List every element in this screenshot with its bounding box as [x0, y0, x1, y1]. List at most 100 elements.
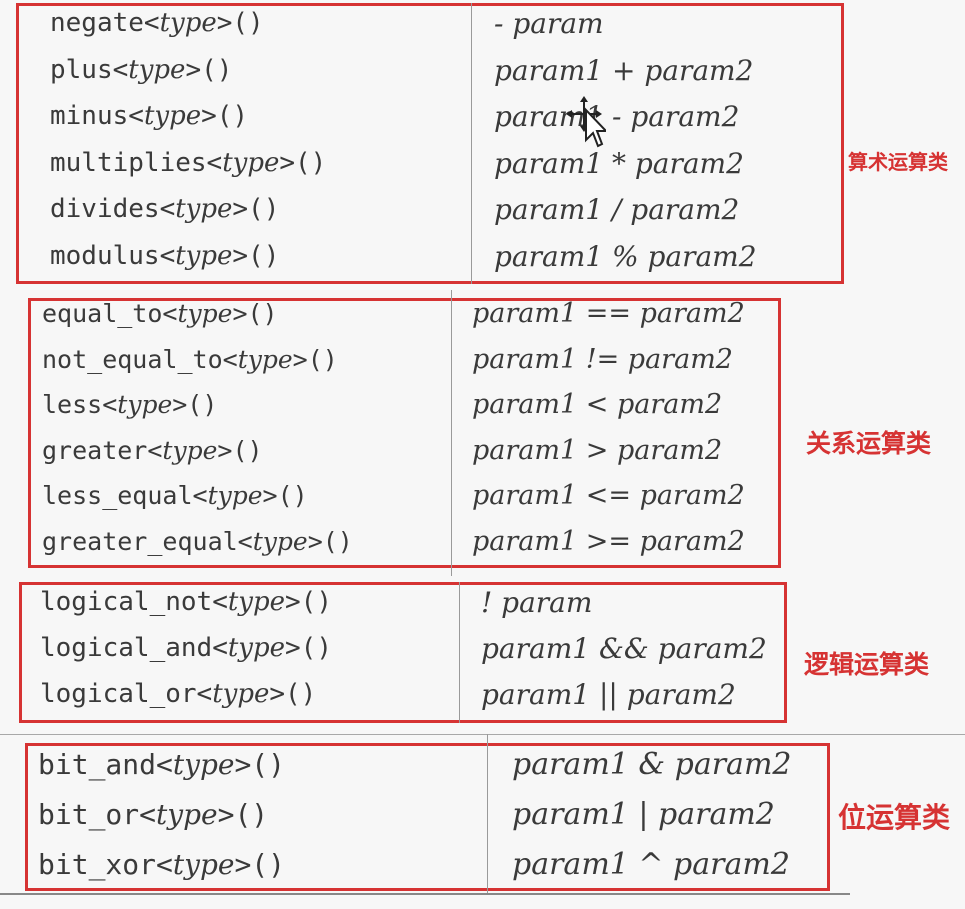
functor-identifier: minus [50, 101, 129, 131]
call-suffix: >() [172, 390, 218, 419]
call-suffix: >() [216, 8, 264, 38]
template-type: type [172, 848, 235, 881]
call-suffix: >() [279, 147, 327, 178]
template-type: type [237, 344, 293, 374]
functor-name: bit_and<type>() [38, 748, 286, 781]
operator-expression: param1 <= param2 [472, 480, 745, 511]
call-suffix: >() [217, 798, 269, 831]
operator-expression: - param [494, 7, 604, 40]
functor-name: minus<type>() [50, 101, 249, 131]
operator-expression: param1 % param2 [494, 239, 757, 273]
functor-name: divides<type>() [50, 194, 280, 224]
functor-name: greater<type>() [42, 435, 263, 465]
operator-expression: param1 > param2 [472, 434, 723, 466]
template-type: type [227, 587, 286, 617]
functor-name: multiplies<type>() [50, 147, 327, 178]
functor-identifier: logical_and [40, 633, 213, 663]
section-label-bitwise: 位运算类 [838, 801, 951, 834]
template-type: type [252, 526, 308, 556]
functor-name: plus<type>() [50, 54, 233, 85]
functor-name: bit_xor<type>() [38, 848, 286, 881]
functor-identifier: greater [42, 435, 148, 465]
column-divider [487, 734, 488, 893]
functor-name: modulus<type>() [50, 240, 280, 271]
functor-name: less_equal<type>() [42, 481, 308, 510]
operator-expression: param1 && param2 [481, 632, 767, 665]
section-label-logical: 逻辑运算类 [804, 650, 930, 679]
operator-expression: param1 == param2 [472, 298, 745, 329]
template-type: type [175, 240, 233, 271]
template-type: type [177, 299, 233, 328]
template-type: type [159, 8, 217, 38]
call-suffix: >() [217, 435, 263, 465]
functor-identifier: bit_and [38, 748, 157, 781]
functor-identifier: modulus [50, 240, 160, 271]
functor-name: greater_equal<type>() [42, 526, 353, 556]
template-type: type [175, 194, 233, 224]
template-type: type [156, 798, 218, 831]
column-divider [471, 3, 472, 284]
operator-expression: param1 || param2 [481, 678, 736, 711]
functor-name: bit_or<type>() [38, 798, 269, 831]
section-box-relational [28, 298, 781, 568]
functor-identifier: negate [50, 8, 144, 38]
call-suffix: >() [201, 101, 249, 131]
operator-expression: param1 - param2 [494, 100, 740, 133]
operator-expression: param1 * param2 [494, 146, 744, 180]
table-rule [0, 734, 965, 735]
functor-name: negate<type>() [50, 8, 264, 38]
call-suffix: >() [269, 679, 317, 709]
call-suffix: >() [232, 194, 280, 224]
operator-expression: param1 / param2 [494, 193, 740, 226]
functor-identifier: greater_equal [42, 526, 238, 556]
functor-identifier: equal_to [42, 299, 163, 328]
template-type: type [143, 101, 202, 131]
section-box-arithmetic [16, 3, 844, 284]
section-box-bitwise [25, 743, 830, 891]
call-suffix: >() [292, 344, 338, 374]
section-label-relational: 关系运算类 [806, 429, 932, 458]
operator-expression: param1 + param2 [494, 53, 754, 87]
operator-expression: param1 != param2 [472, 343, 733, 375]
move-cursor-icon [566, 96, 606, 148]
call-suffix: >() [307, 526, 353, 556]
functor-identifier: bit_or [38, 798, 140, 831]
call-suffix: >() [285, 633, 332, 663]
functor-identifier: divides [50, 194, 160, 224]
call-suffix: >() [232, 299, 278, 328]
functor-name: logical_and<type>() [40, 633, 332, 663]
functor-name: logical_or<type>() [40, 679, 317, 709]
functor-identifier: less [42, 390, 103, 419]
table-rule [0, 893, 850, 895]
call-suffix: >() [285, 587, 332, 617]
functor-name: less<type>() [42, 390, 218, 419]
template-type: type [207, 481, 263, 510]
functor-identifier: bit_xor [38, 848, 157, 881]
functor-name: equal_to<type>() [42, 299, 278, 328]
functor-identifier: less_equal [42, 481, 193, 510]
functor-identifier: not_equal_to [42, 344, 223, 374]
template-type: type [172, 748, 235, 781]
call-suffix: >() [232, 240, 280, 271]
operator-expression: param1 | param2 [512, 797, 775, 832]
functor-identifier: multiplies [50, 147, 207, 178]
functor-identifier: logical_not [40, 587, 213, 617]
call-suffix: >() [234, 748, 286, 781]
template-type: type [227, 633, 286, 663]
operator-expression: ! param [481, 586, 593, 619]
operator-expression: param1 ^ param2 [512, 847, 790, 882]
operator-expression: param1 < param2 [472, 389, 723, 420]
functor-identifier: plus [50, 54, 113, 85]
column-divider [451, 290, 452, 576]
template-type: type [222, 147, 280, 178]
template-type: type [162, 435, 218, 465]
template-type: type [128, 54, 186, 85]
section-box-logical [19, 582, 787, 723]
section-label-arithmetic: 算术运算类 [848, 150, 948, 174]
template-type: type [117, 390, 173, 419]
operator-expression: param1 >= param2 [472, 525, 745, 557]
column-divider [459, 582, 460, 723]
functor-name: not_equal_to<type>() [42, 344, 338, 374]
call-suffix: >() [185, 54, 233, 85]
call-suffix: >() [262, 481, 308, 510]
